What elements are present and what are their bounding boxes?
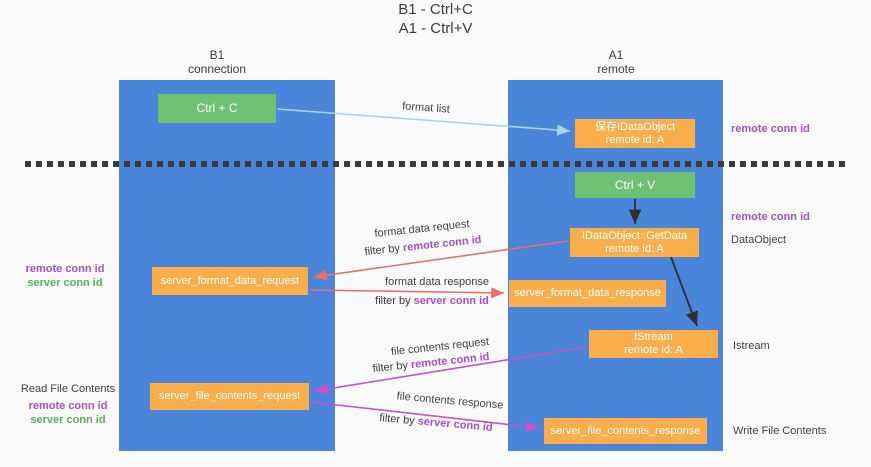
node-idataobject-getdata: IDataObject::GetData remote id: A [570,228,699,257]
lane-a1-subtitle: remote [597,62,635,76]
node-saved-idataobject: 保存IDataObject remote id: A [575,119,695,148]
server-file-contents-request-label: server_file_contents_request [158,390,301,402]
title-line-1: B1 - Ctrl+C [398,1,473,18]
lane-header-b1: B1 connection [147,48,287,76]
lane-b1-name: B1 [209,48,225,62]
istream-line2: remote id: A [624,344,683,356]
node-istream: IStream remote id: A [589,330,718,358]
istream-line1: IStream [634,331,673,343]
left-label-server-conn-id: server conn id [27,277,103,289]
right-label-dataobject: DataObject [731,234,787,246]
right-label-istream: Istream [733,340,770,352]
node-server-file-contents-response: server_file_contents_response [544,418,707,444]
saved-idataobject-line1: 保存IDataObject [594,120,676,133]
edge-label-filter-server-1: filter by server conn id [375,295,489,307]
left-label-remote-conn-id: remote conn id [25,263,105,275]
filter-by-text: filter by [372,359,412,376]
getdata-line2: remote id: A [605,242,664,255]
node-server-file-contents-request: server_file_contents_request [150,383,309,410]
title-line-2: A1 - Ctrl+V [398,20,473,37]
right-label-remote-conn-id-mid: remote conn id [731,211,810,223]
diagram-title: B1 - Ctrl+C A1 - Ctrl+V [0,0,871,38]
right-label-remote-conn-id-top: remote conn id [731,123,810,135]
edge-label-filter-server-2: filter by server conn id [379,412,493,434]
edge-label-format-data-response: format data response [385,276,489,288]
node-server-format-data-request: server_format_data_request [152,267,308,295]
saved-idataobject-line2: remote id: A [605,133,665,146]
left-label-read-file-contents: Read File Contents [20,383,116,395]
left-label-remote-conn-id-2: remote conn id [28,400,108,412]
dashed-separator [25,161,846,167]
node-server-format-data-response: server_format_data_response [509,280,666,307]
server-conn-id-text: server conn id [413,295,489,307]
filter-by-text: filter by [375,295,414,307]
getdata-line1: IDataObject::GetData [581,229,688,242]
arrow-format-data-response [309,287,505,299]
lane-b1-subtitle: connection [187,62,247,76]
filter-by-text: filter by [364,242,404,259]
edge-label-file-contents-response: file contents response [396,390,504,412]
left-label-server-conn-id-2: server conn id [30,414,106,426]
ctrl-v-label: Ctrl + V [614,177,656,192]
node-ctrl-v: Ctrl + V [575,172,695,198]
server-file-contents-response-label: server_file_contents_response [550,424,701,437]
edge-label-filter-remote-2: filter by remote conn id [372,351,490,375]
server-format-data-request-label: server_format_data_request [160,274,300,287]
edge-label-format-list: format list [401,100,451,116]
server-conn-id-text: server conn id [417,415,494,434]
right-label-write-file-contents: Write File Contents [733,425,827,437]
node-ctrl-c: Ctrl + C [158,94,276,123]
server-format-data-response-label: server_format_data_response [514,287,661,299]
lane-header-a1: A1 remote [546,48,686,76]
ctrl-c-label: Ctrl + C [196,101,238,115]
lane-a1-name: A1 [608,48,624,62]
filter-by-text: filter by [378,412,419,428]
remote-conn-id-text: remote conn id [402,233,482,255]
